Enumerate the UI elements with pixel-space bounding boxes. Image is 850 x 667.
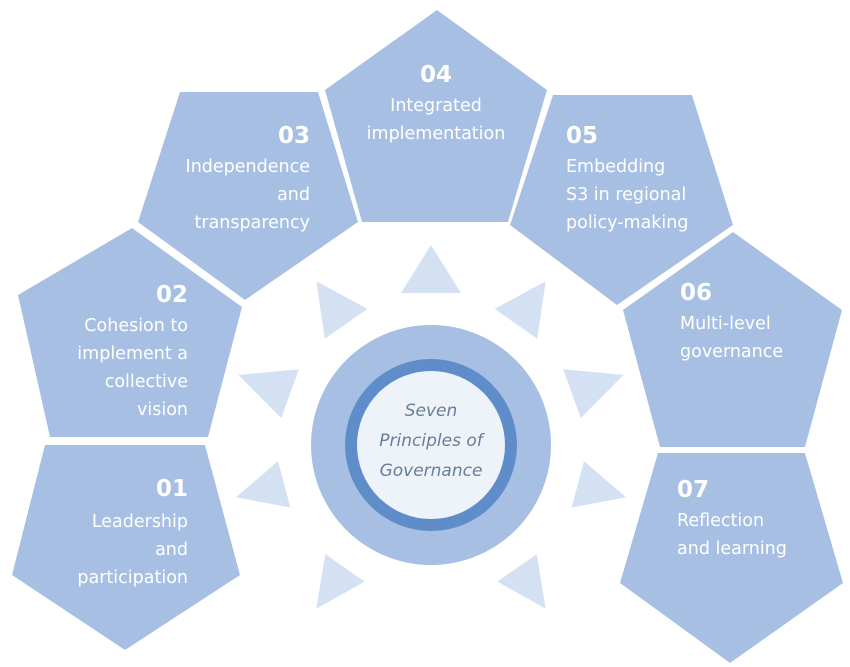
center-inner-circle [357,371,505,519]
principle-03-line-2: and [277,185,310,205]
principle-07-pentagon [620,453,843,663]
principle-03-line-3: transparency [195,213,310,233]
principle-03-number: 03 [278,123,310,149]
principle-01-line-3: participation [77,568,188,588]
center-line-2: Principles of [379,431,485,451]
principle-06-number: 06 [680,280,712,306]
principle-06: 06 Multi-level governance [623,232,842,447]
principle-06-pentagon [623,232,842,447]
principle-05-pentagon [510,95,733,305]
principle-02-pentagon [18,228,242,437]
principle-04: 04 Integrated implementation [325,10,547,222]
principle-06-line-1: Multi-level [680,314,771,334]
principle-01: 01 Leadership and participation [12,445,240,650]
center-disc: Seven Principles of Governance [311,325,551,565]
principle-03-line-1: Independence [186,157,310,177]
inner-triangle-3 [238,369,299,419]
center-line-3: Governance [380,461,483,481]
principle-07-number: 07 [677,477,709,503]
principle-04-number: 04 [420,62,452,88]
principle-01-line-1: Leadership [92,512,188,532]
inner-triangle-2 [235,461,291,508]
inner-triangles [235,245,627,609]
inner-triangle-5 [401,245,461,293]
principle-03-pentagon [138,92,358,300]
principle-03: 03 Independence and transparency [138,92,358,300]
principle-05-number: 05 [566,123,598,149]
principle-07: 07 Reflection and learning [620,453,843,663]
principle-02-line-1: Cohesion to [84,316,188,336]
principle-04-line-1: Integrated [390,96,482,116]
inner-triangle-6 [494,281,546,339]
principle-02-line-3: collective [105,372,188,392]
inner-triangle-9 [497,554,546,609]
principle-06-line-2: governance [680,342,783,362]
principle-02-line-4: vision [137,400,188,420]
principle-05-line-2: S3 in regional [566,185,686,205]
principle-02-number: 02 [156,282,188,308]
principle-05: 05 Embedding S3 in regional policy-makin… [510,95,733,305]
inner-triangle-1 [316,554,365,609]
principle-01-pentagon [12,445,240,650]
principle-04-pentagon [325,10,547,222]
principle-07-line-2: and learning [677,539,787,559]
center-line-1: Seven [405,401,458,421]
principle-05-line-3: policy-making [566,213,689,233]
inner-triangle-7 [563,369,624,419]
principle-05-line-1: Embedding [566,157,665,177]
principle-04-line-2: implementation [367,124,506,144]
principle-07-line-1: Reflection [677,511,764,531]
principle-01-line-2: and [155,540,188,560]
inner-triangle-8 [571,461,627,508]
inner-triangle-4 [316,281,368,339]
principle-01-number: 01 [156,476,188,502]
principle-02: 02 Cohesion to implement a collective vi… [18,228,242,437]
principle-02-line-2: implement a [77,344,188,364]
